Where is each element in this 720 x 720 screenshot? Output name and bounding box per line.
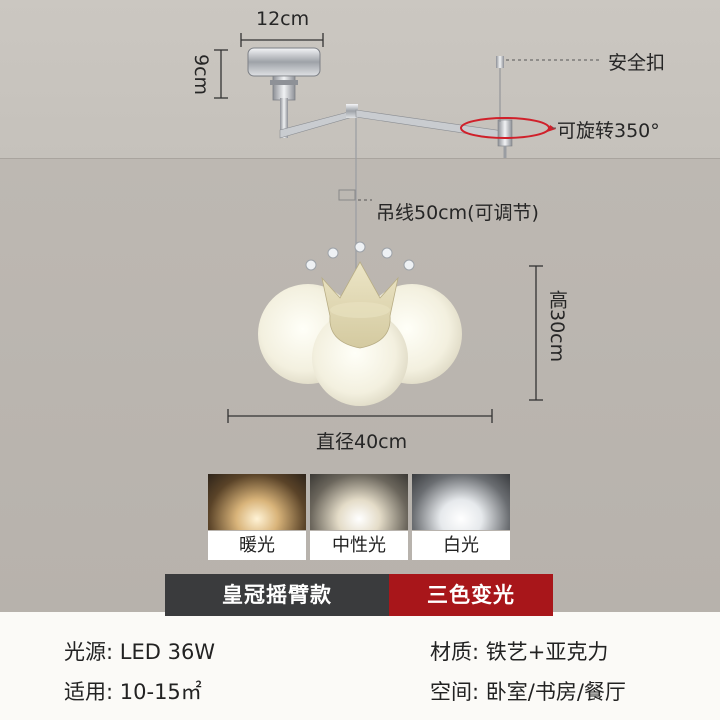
ceiling-canopy: [247, 47, 321, 101]
spec-space: 空间: 卧室/书房/餐厅: [430, 676, 626, 706]
swatch-warm: 暖光: [208, 474, 306, 560]
spec-source-value: LED 36W: [119, 640, 216, 664]
spec-source-label: 光源:: [64, 640, 114, 664]
swatch-label-warm: 暖光: [208, 531, 306, 560]
crown: [305, 241, 415, 349]
spec-area-value: 10-15㎡: [119, 680, 202, 704]
warm-light-glow: [208, 474, 306, 530]
diameter-dimension-line: [227, 409, 493, 423]
spec-material-value: 铁艺+亚克力: [485, 640, 609, 664]
spec-source: 光源: LED 36W: [64, 636, 215, 666]
spec-area: 适用: 10-15㎡: [64, 676, 202, 706]
swing-arm: [279, 98, 513, 158]
spec-material-label: 材质:: [430, 640, 480, 664]
height-dimension-line: [529, 265, 543, 401]
lamp-height-label: 高30cm: [546, 290, 568, 363]
width-label: 12cm: [256, 8, 310, 30]
swatch-label-neutral: 中性光: [310, 531, 408, 560]
light-mode-swatches: 暖光 中性光 白光: [208, 474, 510, 560]
cable-length-label: 吊线50cm(可调节): [376, 202, 539, 224]
diameter-label: 直径40cm: [316, 431, 408, 453]
neutral-light-glow: [310, 474, 408, 530]
spec-material: 材质: 铁艺+亚克力: [430, 636, 608, 666]
product-image: 12cm 9cm 安全扣 可旋转350° 吊线50cm(可调节) 高30cm 直…: [0, 0, 720, 612]
swatch-label-white: 白光: [412, 531, 510, 560]
safety-clip-label: 安全扣: [608, 52, 666, 74]
ceiling-line: [0, 158, 720, 159]
swatch-white: 白光: [412, 474, 510, 560]
lamp-illustration: [214, 33, 600, 423]
spec-space-value: 卧室/书房/餐厅: [485, 680, 626, 704]
white-light-glow: [412, 474, 510, 530]
height-base-dimension-line: [214, 49, 228, 99]
width-dimension-line: [240, 33, 324, 47]
safety-cable: [496, 56, 600, 122]
base-height-label: 9cm: [190, 54, 212, 96]
feature-banner: 三色变光: [389, 574, 553, 616]
spec-space-label: 空间:: [430, 680, 480, 704]
swatch-neutral: 中性光: [310, 474, 408, 560]
model-banner: 皇冠摇臂款: [165, 574, 389, 616]
spec-area-label: 适用:: [64, 680, 114, 704]
rotation-ring: [460, 117, 556, 139]
rotate-label: 可旋转350°: [557, 120, 660, 142]
